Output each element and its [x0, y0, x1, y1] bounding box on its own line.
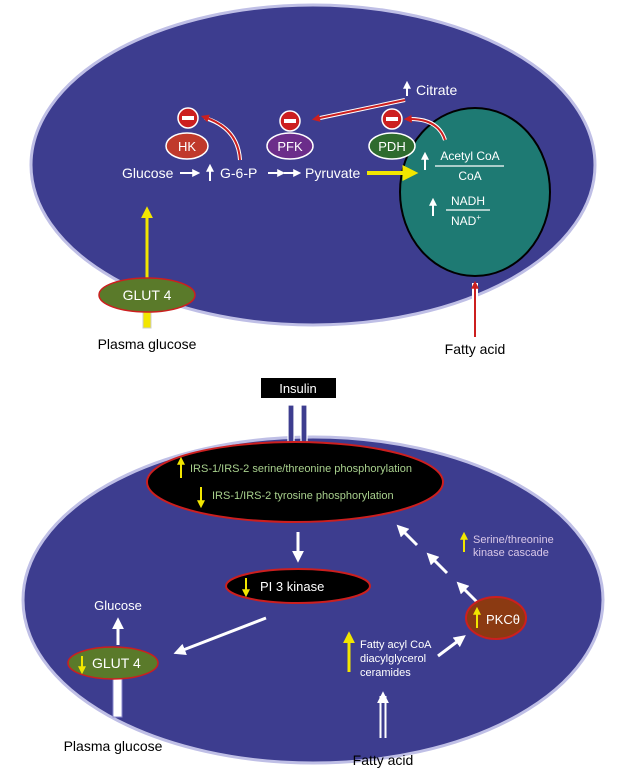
insulin-receptor-right [300, 404, 308, 446]
fatty-acid-bottom-label: Fatty acid [353, 752, 414, 768]
g6p-label: G-6-P [220, 165, 257, 181]
pdh-enzyme [368, 132, 416, 160]
hk-inhibit-symbol [177, 107, 199, 129]
pfk-inhibit-symbol [279, 110, 301, 132]
cascade-arrow-3 [396, 524, 419, 547]
fatty-acyl-label-3: ceramides [360, 667, 411, 679]
glut4-top-label: GLUT 4 [123, 287, 172, 303]
pdh-label: PDH [378, 139, 405, 154]
plasma-glucose-top-label: Plasma glucose [98, 336, 197, 352]
nadh-label: NADH [451, 194, 485, 208]
fatty-acid-top-label: Fatty acid [445, 341, 506, 357]
cascade-arrow-2 [426, 552, 449, 575]
serine-cascade-label-1: Serine/threonine [473, 534, 554, 546]
glut4-bottom [67, 646, 159, 680]
pkc-theta [465, 596, 527, 640]
pi3k-to-glut4-arrow [173, 616, 267, 656]
glut4-top [98, 277, 196, 313]
insulin-receptor-left [287, 404, 295, 446]
insulin-box [261, 378, 336, 398]
mitochondrion [399, 107, 551, 277]
glucose-label: Glucose [122, 165, 174, 181]
pkc-label: PKCθ [486, 612, 520, 627]
acetylcoa-inhibit-pdh-arrow-red [403, 114, 446, 141]
coa-label: CoA [458, 169, 481, 183]
irs-tyrosine-label: IRS-1/IRS-2 tyrosine phosphorylation [212, 490, 394, 502]
insulin-label: Insulin [279, 381, 317, 396]
serine-cascade-label-2: kinase cascade [473, 547, 549, 559]
irs-serine-label: IRS-1/IRS-2 serine/threonine phosphoryla… [190, 463, 412, 475]
hk-enzyme [165, 132, 209, 160]
g6p-inhibit-hk-arrow-red [200, 114, 241, 161]
irs-complex [146, 441, 444, 523]
pi3k-label: PI 3 kinase [260, 579, 324, 594]
pi3k-complex [225, 568, 371, 604]
cascade-arrow-1 [456, 581, 479, 604]
fatty-acyl-label-2: diacylglycerol [360, 653, 426, 665]
glucose-bottom-label: Glucose [94, 598, 142, 613]
top-panel: Citrate HK PFK PDH Glucose G- [29, 3, 597, 357]
fatty-acyl-label-1: Fatty acyl CoA [360, 639, 432, 651]
pfk-label: PFK [277, 139, 303, 154]
fatty-acyl-to-pkc-arrow [437, 635, 466, 658]
bottom-panel: Insulin IRS-1/IRS-2 serine/threonine pho… [21, 378, 605, 768]
citrate-label: Citrate [416, 82, 457, 98]
pdh-inhibit-symbol [381, 108, 403, 130]
plasma-glucose-bottom-label: Plasma glucose [64, 738, 163, 754]
citrate-inhibit-pfk-arrow-red [311, 99, 406, 122]
acetyl-coa-label: Acetyl CoA [440, 149, 499, 163]
hk-label: HK [178, 139, 196, 154]
pyruvate-label: Pyruvate [305, 165, 360, 181]
nad-label: NAD+ [451, 213, 481, 228]
pfk-enzyme [266, 132, 314, 160]
glut4-bottom-label: GLUT 4 [92, 655, 141, 671]
